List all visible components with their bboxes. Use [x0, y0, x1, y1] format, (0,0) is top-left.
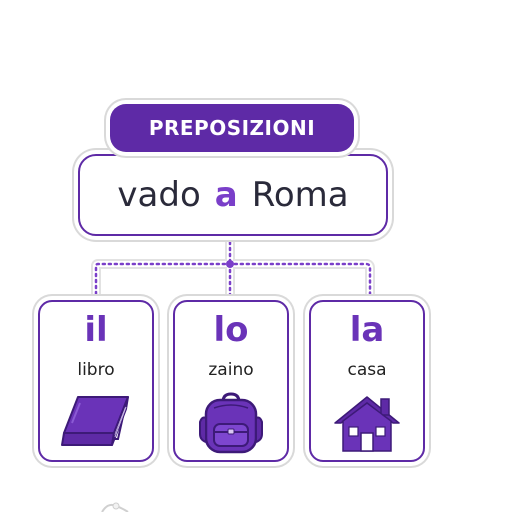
card-la-casa: la casa: [309, 300, 425, 462]
backpack-icon: [199, 392, 263, 454]
card-noun: casa: [347, 360, 387, 380]
sentence-preposition: a: [214, 175, 238, 215]
card-il-libro: il libro: [38, 300, 154, 462]
title-text: PREPOSIZIONI: [148, 116, 316, 140]
card-noun: libro: [77, 360, 115, 380]
card-noun: zaino: [208, 360, 254, 380]
house-icon: [334, 396, 400, 452]
sentence-word-before: vado: [117, 175, 201, 215]
book-icon: [61, 396, 129, 446]
sparkle-decoration: [101, 502, 129, 512]
connector-dot-junction: [226, 260, 234, 268]
card-lo-zaino: lo zaino: [173, 300, 289, 462]
card-article: la: [349, 310, 385, 350]
sentence-word-after: Roma: [251, 175, 349, 215]
card-article: il: [84, 310, 108, 350]
card-article: lo: [213, 310, 249, 350]
title-badge: PREPOSIZIONI: [110, 104, 354, 152]
